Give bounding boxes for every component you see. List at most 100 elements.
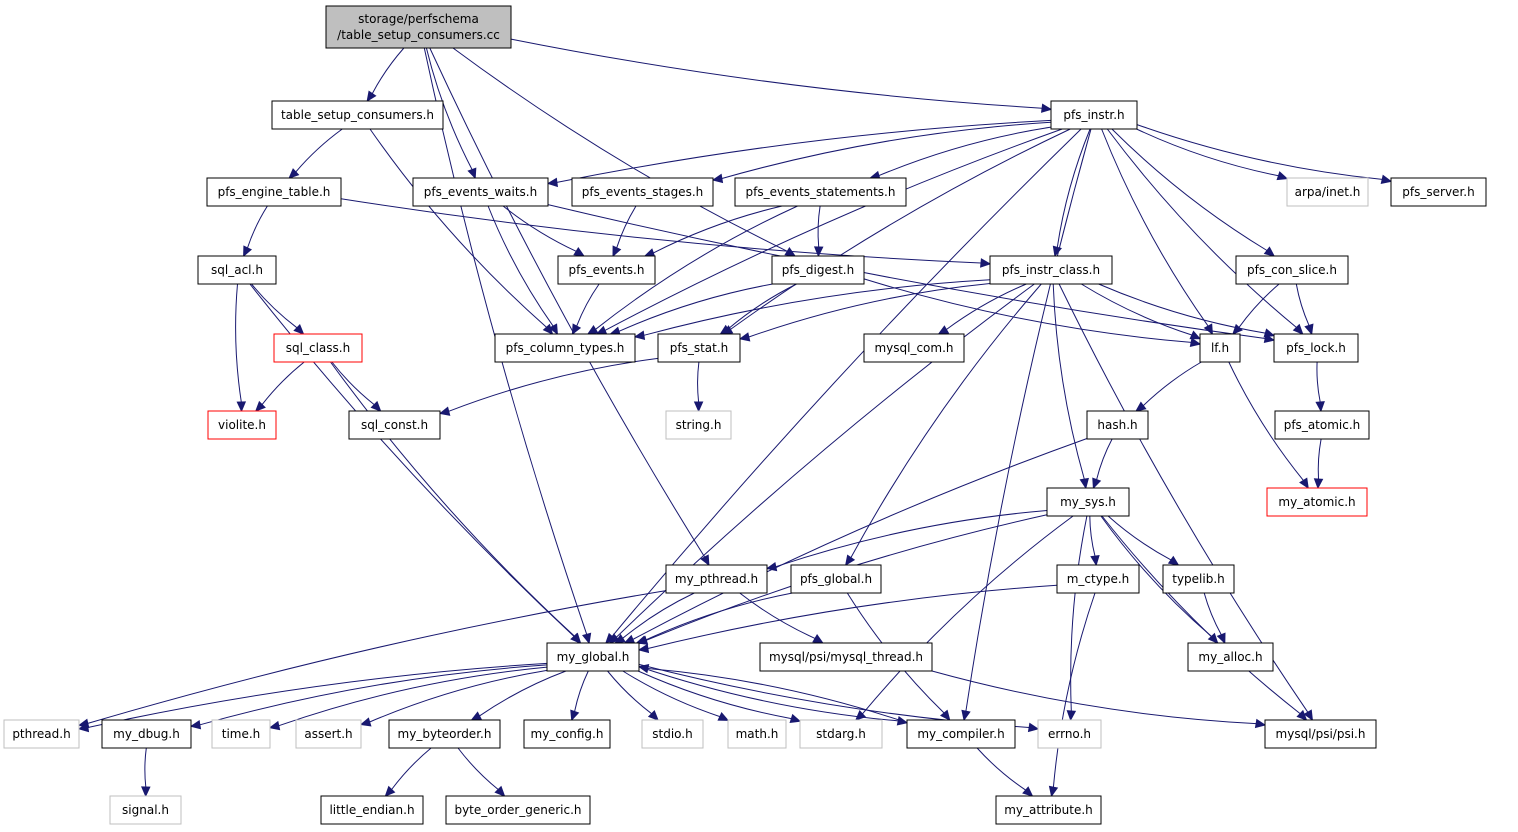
node-pfs-events-statements-h[interactable]: pfs_events_statements.h <box>734 177 907 207</box>
node-my-alloc-h[interactable]: my_alloc.h <box>1187 642 1274 672</box>
node-mysql-com-h[interactable]: mysql_com.h <box>863 333 965 363</box>
node-my-sys-h[interactable]: my_sys.h <box>1046 487 1130 517</box>
node-label: pfs_engine_table.h <box>218 185 331 199</box>
edge-pfs_engine_table_h-to-sql_acl_h <box>243 205 268 258</box>
edge-my_global_h-to-assert_h <box>359 669 548 727</box>
node-box <box>1056 564 1140 594</box>
node-mysql-thread-h[interactable]: mysql/psi/mysql_thread.h <box>759 642 933 672</box>
edge-pfs_lock_h-to-pfs_atomic_h <box>1315 361 1325 413</box>
node-math-h: math.h <box>727 719 787 749</box>
node-my-byteorder-h[interactable]: my_byteorder.h <box>388 719 501 749</box>
edge-typelib_h-to-my_alloc_h <box>1203 592 1226 645</box>
graph-nodes: storage/perfschema/table_setup_consumers… <box>3 5 1487 825</box>
edge-root-to-pfs_instr_h <box>510 38 1053 113</box>
node-label: pfs_digest.h <box>782 263 854 277</box>
node-box <box>494 333 636 363</box>
edge-my_global_h-to-my_dbug_h <box>189 664 548 730</box>
node-arpa-inet-h: arpa/inet.h <box>1286 177 1369 207</box>
node-label: time.h <box>222 727 261 741</box>
node-label: my_pthread.h <box>675 572 758 586</box>
node-sql-const-h[interactable]: sql_const.h <box>348 410 441 440</box>
node-box <box>211 719 271 749</box>
node-box <box>1286 177 1369 207</box>
node-box <box>1235 255 1349 285</box>
node-box <box>546 642 640 672</box>
node-my-config-h[interactable]: my_config.h <box>523 719 611 749</box>
node-box <box>445 795 591 825</box>
node-box <box>325 5 512 49</box>
node-my-compiler-h[interactable]: my_compiler.h <box>906 719 1016 749</box>
edge-hash_h-to-my_sys_h <box>1092 438 1113 490</box>
node-pfs-events-waits-h[interactable]: pfs_events_waits.h <box>412 177 549 207</box>
node-pfs-con-slice-h[interactable]: pfs_con_slice.h <box>1235 255 1349 285</box>
node-label: pfs_server.h <box>1402 185 1474 199</box>
edge-pfs_con_slice_h-to-pfs_lock_h <box>1295 283 1314 336</box>
node-typelib-h[interactable]: typelib.h <box>1162 564 1235 594</box>
node-box <box>109 795 182 825</box>
node-hash-h[interactable]: hash.h <box>1086 410 1149 440</box>
node-assert-h: assert.h <box>295 719 362 749</box>
node-pfs-lock-h[interactable]: pfs_lock.h <box>1273 333 1359 363</box>
edge-my_sys_h-to-errno_h <box>1066 515 1088 722</box>
node-little-endian-h[interactable]: little_endian.h <box>320 795 424 825</box>
node-pfs-column-types-h[interactable]: pfs_column_types.h <box>494 333 636 363</box>
edge-sql_class_h-to-my_global_h <box>330 361 582 644</box>
node-pfs-global-h[interactable]: pfs_global.h <box>790 564 882 594</box>
node-string-h: string.h <box>665 410 732 440</box>
node-my-attribute-h[interactable]: my_attribute.h <box>995 795 1102 825</box>
edge-pfs_instr_h-to-pfs_events_statements_h <box>869 126 1052 181</box>
edge-sql_acl_h-to-sql_class_h <box>251 283 305 335</box>
node-box <box>665 410 732 440</box>
node-label: storage/perfschema <box>358 12 479 26</box>
node-label: pfs_lock.h <box>1286 341 1346 355</box>
node-my-atomic-h[interactable]: my_atomic.h <box>1266 487 1368 517</box>
node-label: pfs_events_stages.h <box>582 185 704 199</box>
node-sql-class-h[interactable]: sql_class.h <box>273 333 363 363</box>
node-box <box>995 795 1102 825</box>
node-box <box>273 333 363 363</box>
node-byte-order-generic-h[interactable]: byte_order_generic.h <box>445 795 591 825</box>
edge-my_sys_h-to-m_ctype_h <box>1089 515 1100 567</box>
node-pfs-engine-table-h[interactable]: pfs_engine_table.h <box>206 177 342 207</box>
node-pfs-digest-h[interactable]: pfs_digest.h <box>771 255 865 285</box>
edge-m_ctype_h-to-my_attribute_h <box>1048 592 1096 798</box>
node-pfs-server-h[interactable]: pfs_server.h <box>1390 177 1487 207</box>
node-label: sql_acl.h <box>211 263 263 277</box>
node-label: pfs_atomic.h <box>1284 418 1361 432</box>
node-m-ctype-h[interactable]: m_ctype.h <box>1056 564 1140 594</box>
node-psi-h[interactable]: mysql/psi/psi.h <box>1264 719 1377 749</box>
node-label: hash.h <box>1097 418 1137 432</box>
node-box <box>295 719 362 749</box>
edge-pfs_stat_h-to-sql_const_h <box>438 357 659 416</box>
edge-pfs_events_h-to-pfs_column_types_h <box>571 283 600 336</box>
node-pfs-instr-h[interactable]: pfs_instr.h <box>1050 100 1138 130</box>
node-box <box>1187 642 1274 672</box>
node-pfs-events-h[interactable]: pfs_events.h <box>557 255 656 285</box>
node-sql-acl-h[interactable]: sql_acl.h <box>197 255 277 285</box>
node-violite-h[interactable]: violite.h <box>207 410 277 440</box>
edge-sql_class_h-to-violite_h <box>254 361 305 412</box>
node-pfs-stat-h[interactable]: pfs_stat.h <box>657 333 741 363</box>
node-label: errno.h <box>1048 727 1091 741</box>
edge-m_ctype_h-to-my_global_h <box>637 584 1058 654</box>
node-box <box>1050 100 1138 130</box>
node-my-global-h[interactable]: my_global.h <box>546 642 640 672</box>
node-box <box>197 255 277 285</box>
node-lf-h[interactable]: lf.h <box>1199 333 1241 363</box>
node-pfs-events-stages-h[interactable]: pfs_events_stages.h <box>571 177 714 207</box>
node-label: pfs_con_slice.h <box>1247 263 1337 277</box>
node-pfs-instr-class-h[interactable]: pfs_instr_class.h <box>989 255 1113 285</box>
node-my-dbug-h[interactable]: my_dbug.h <box>101 719 192 749</box>
node-label: pfs_events_waits.h <box>424 185 537 199</box>
node-box <box>1162 564 1235 594</box>
edge-my_global_h-to-pthread_h <box>77 662 548 733</box>
node-box <box>863 333 965 363</box>
node-my-pthread-h[interactable]: my_pthread.h <box>665 564 768 594</box>
node-pfs-atomic-h[interactable]: pfs_atomic.h <box>1274 410 1370 440</box>
edge-pfs_instr_h-to-arpa_inet_h <box>1136 128 1289 181</box>
node-tsc-h[interactable]: table_setup_consumers.h <box>271 100 444 130</box>
edge-my_global_h-to-stdio_h <box>607 670 659 721</box>
edge-pfs_instr_h-to-pfs_events_stages_h <box>711 121 1052 184</box>
node-box <box>657 333 741 363</box>
edge-root-to-tsc_h <box>366 47 405 103</box>
